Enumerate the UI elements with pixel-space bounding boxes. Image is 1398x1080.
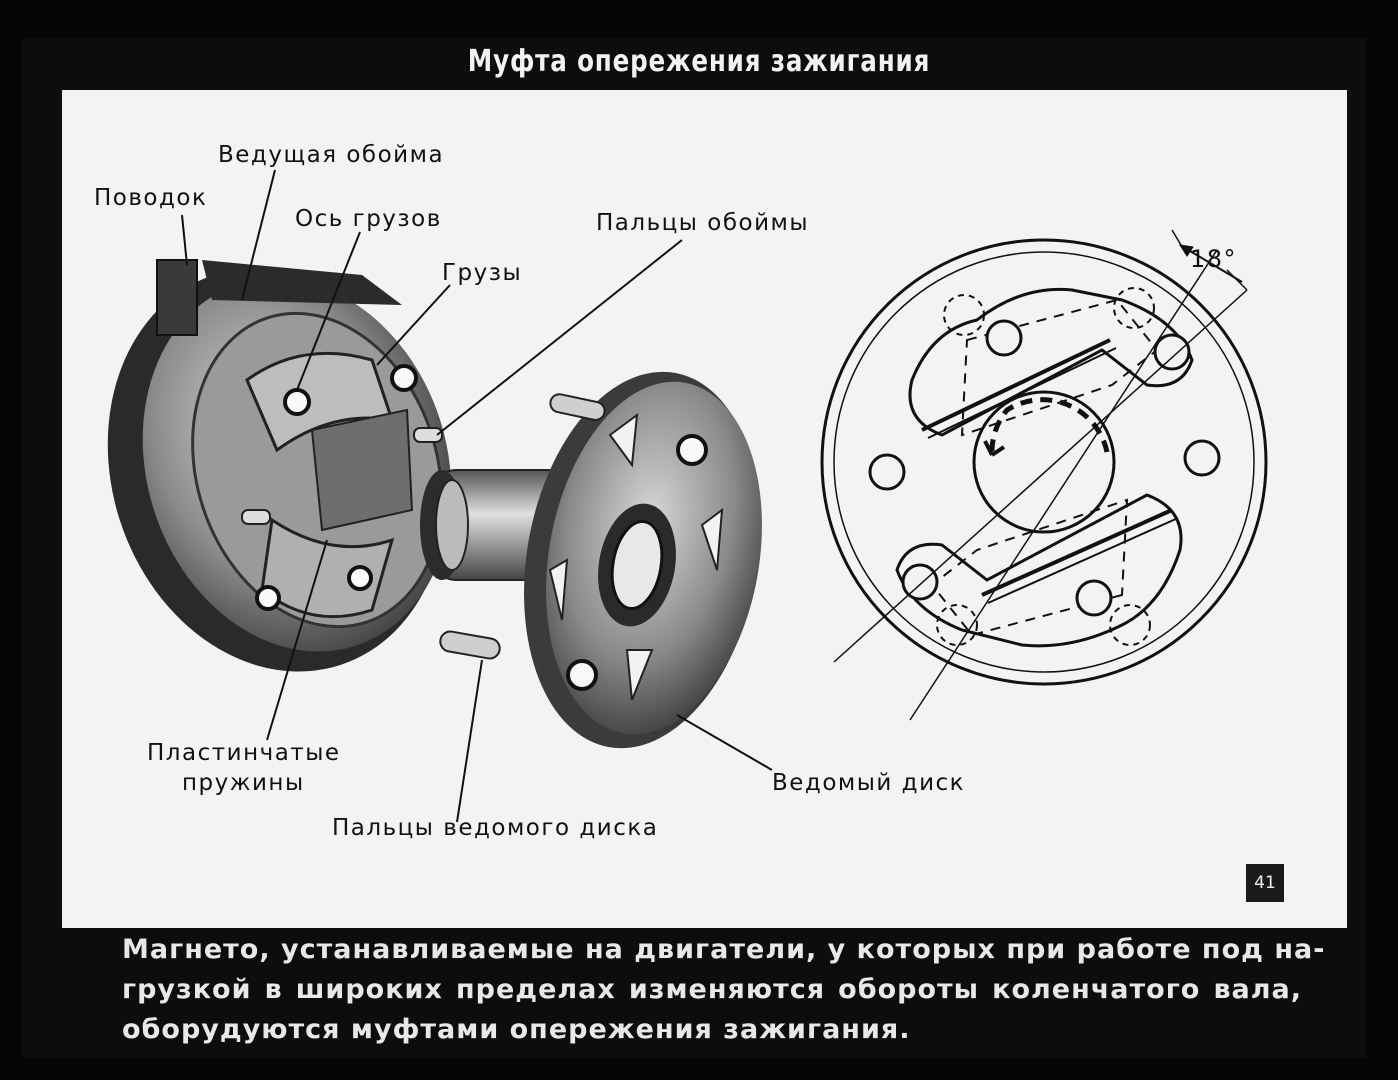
caption-line-3: оборудуются муфтами опережения зажигания… bbox=[122, 1014, 911, 1045]
label-paltsy-vedomogo-diska: Пальцы ведомого диска bbox=[332, 815, 659, 841]
caption-line-2: грузкой в широких пределах изменяются об… bbox=[122, 974, 1302, 1005]
label-vedushchaya-oboyma: Ведущая обойма bbox=[218, 142, 445, 168]
label-os-gruzov: Ось грузов bbox=[295, 206, 442, 232]
label-pruzhiny: пружины bbox=[182, 770, 305, 796]
slide-caption: Магнето, устанавливаемые на двигатели, у… bbox=[122, 930, 1326, 1050]
diagram-panel: Ведущая обойма Поводок Ось грузов Грузы … bbox=[62, 90, 1347, 928]
caption-line-1: Магнето, устанавливаемые на двигатели, у… bbox=[122, 934, 1326, 965]
label-gruzy: Грузы bbox=[442, 260, 523, 286]
label-angle: 18° bbox=[1190, 245, 1238, 273]
schematic-diagram bbox=[820, 229, 1268, 721]
label-vedomyy-disk: Ведомый диск bbox=[772, 770, 966, 796]
label-povodok: Поводок bbox=[94, 185, 208, 211]
label-plastinchatye: Пластинчатые bbox=[147, 740, 341, 766]
leader-lines bbox=[181, 169, 773, 823]
driving-cage-illustration bbox=[107, 259, 452, 672]
diagram-illustration bbox=[107, 169, 1268, 823]
driven-disk-illustration bbox=[420, 371, 762, 749]
label-paltsy-oboymy: Пальцы обоймы bbox=[596, 210, 810, 236]
page-number-badge: 41 bbox=[1246, 864, 1284, 902]
slide-title: Муфта опережения зажигания bbox=[467, 44, 931, 79]
